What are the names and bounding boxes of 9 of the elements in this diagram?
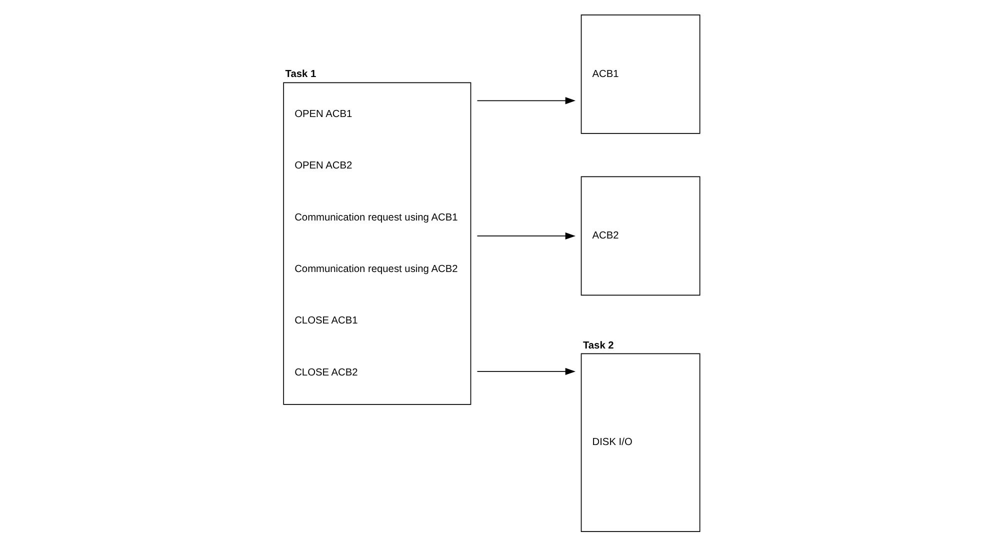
node-label: Task 2 bbox=[582, 340, 614, 352]
node-box: OPEN ACB1 OPEN ACB2 Communication request using ACB1 Communication request using ACB2 CLOSE ACB1 CLOSE ACB2 bbox=[282, 82, 471, 405]
node-box: ACB2 bbox=[580, 176, 700, 296]
arrow bbox=[476, 97, 575, 104]
node-box: ACB1 bbox=[580, 14, 700, 134]
node-box: DISK I/O bbox=[580, 353, 700, 532]
node-label: Task 1 bbox=[284, 69, 316, 80]
arrow bbox=[476, 368, 575, 376]
arrow bbox=[476, 232, 575, 240]
